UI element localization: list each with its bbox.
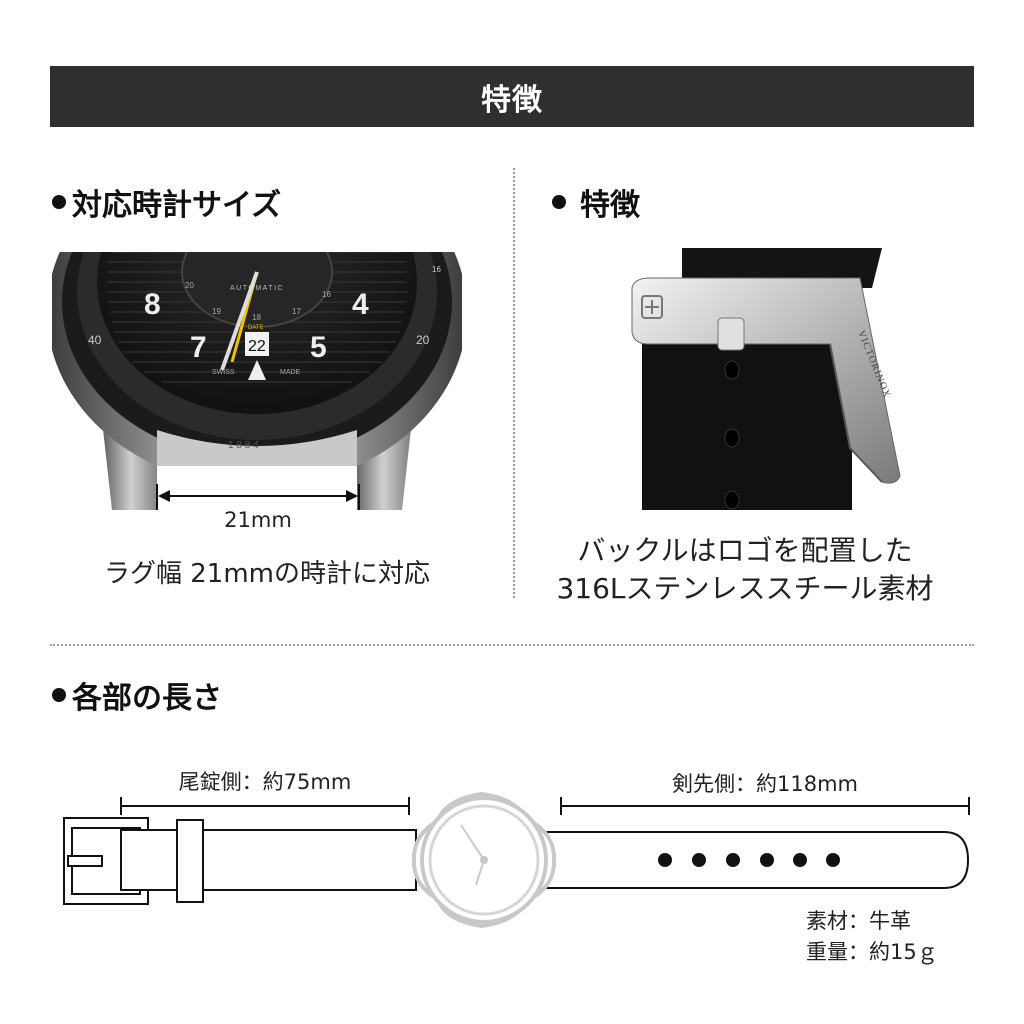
bottom-section-title: 各部の長さ [52, 673, 222, 717]
tip-side-length: 剣先側：約118mm [672, 772, 858, 796]
bullet-icon [52, 195, 66, 209]
right-section-title-text: 特徴 [580, 188, 640, 223]
case-number: 1 8 8 4 [228, 440, 259, 451]
lug-width-label: 21mm [224, 508, 292, 532]
automatic-label: AUTOMATIC [230, 285, 284, 292]
buckle-illustration: VICTORINOX [631, 248, 901, 510]
numeral-4: 4 [352, 288, 369, 321]
bullet-icon [52, 688, 66, 702]
date-value: 22 [248, 338, 266, 355]
bezel-number: 20 [416, 333, 430, 347]
numeral-8: 8 [144, 288, 161, 321]
buckle-side-strap [120, 829, 417, 891]
tip-side-strap [540, 831, 970, 889]
section-banner: 特徴 [50, 66, 974, 127]
banner-title: 特徴 [481, 82, 543, 118]
vertical-divider [513, 168, 515, 598]
watch-photo: 8 4 7 5 20 19 18 17 16 AUTOMATIC DATE 22… [52, 252, 462, 510]
dial-number: 20 [185, 281, 194, 290]
dial-number: 17 [292, 307, 301, 316]
spec-block: 素材：牛革 重量：約15ｇ [806, 906, 938, 968]
dial-number: 16 [322, 290, 331, 299]
right-section-title: 特徴 [552, 180, 640, 224]
triangle-marker [248, 360, 266, 380]
horizontal-divider [50, 644, 974, 646]
buckle-side-length: 尾錠側：約75mm [178, 770, 352, 794]
date-label: DATE [248, 325, 264, 331]
right-caption: バックルはロゴを配置した 316Lステンレススチール素材 [520, 532, 970, 608]
right-caption-line2: 316Lステンレススチール素材 [556, 572, 934, 605]
made-label: MADE [280, 369, 301, 376]
bottom-section-title-text: 各部の長さ [72, 681, 222, 716]
bullet-icon [552, 195, 566, 209]
left-section-title: 対応時計サイズ [52, 180, 281, 224]
dial-number: 19 [212, 307, 221, 316]
strap-keeper [176, 819, 204, 903]
material-spec: 素材：牛革 [806, 909, 911, 933]
numeral-5: 5 [310, 331, 327, 364]
left-section-title-text: 対応時計サイズ [72, 188, 282, 223]
swiss-label: SWISS [212, 369, 235, 376]
watch-illustration: 8 4 7 5 20 19 18 17 16 AUTOMATIC DATE 22… [52, 252, 462, 510]
buckle-photo: VICTORINOX [620, 248, 910, 510]
watch-outline [412, 791, 556, 929]
right-caption-line1: バックルはロゴを配置した [577, 534, 913, 567]
strap-holes [658, 853, 840, 867]
numeral-7: 7 [190, 331, 207, 364]
left-caption: ラグ幅 21mmの時計に対応 [103, 559, 430, 589]
weight-spec: 重量：約15ｇ [806, 940, 938, 964]
bezel-number: 40 [88, 333, 102, 347]
bezel-number: 16 [432, 265, 441, 274]
dial-number: 18 [252, 313, 261, 322]
